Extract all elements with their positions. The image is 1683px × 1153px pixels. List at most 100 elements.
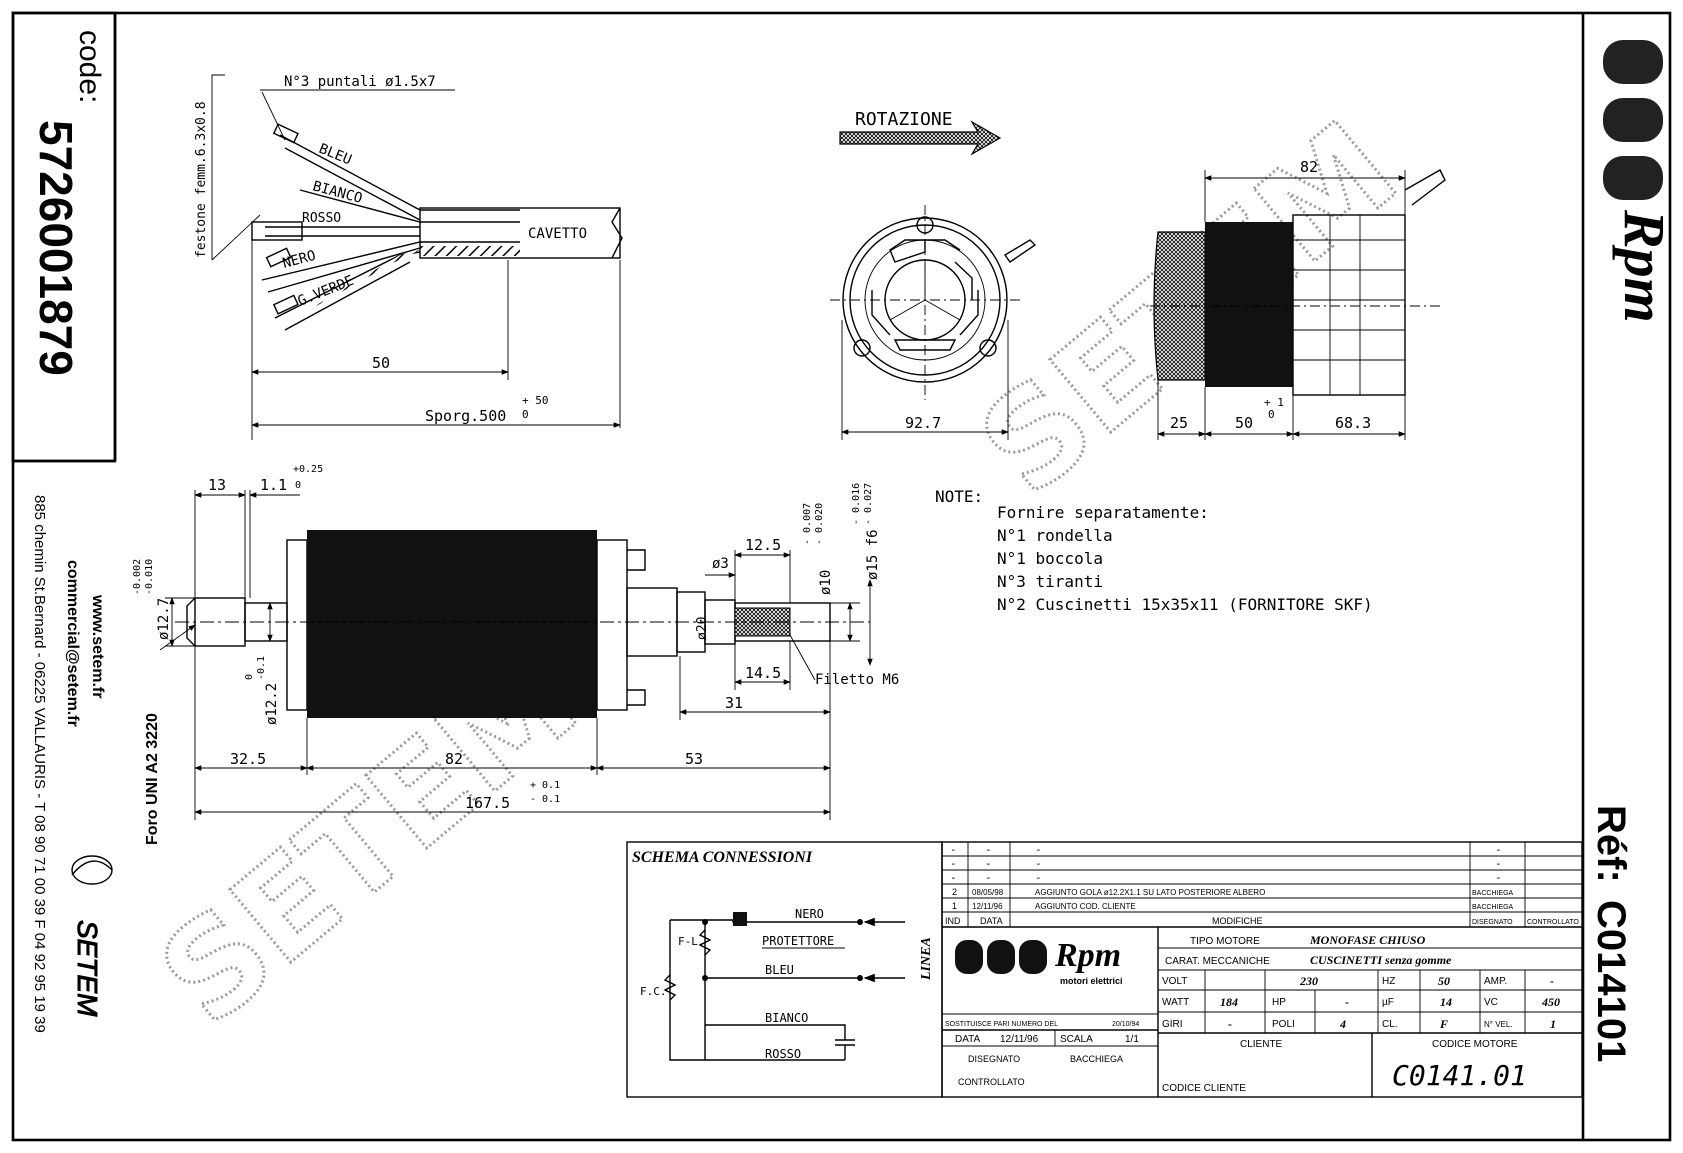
schema-connessioni: SCHEMA CONNESSIONI NERO PROTETTORE BLEU … [626,841,943,1098]
schema-bleu: BLEU [765,963,794,977]
shaft-dim-phi10-tol-a: - 0.007 [802,503,813,545]
mod-dash-5: - [950,857,957,870]
mod-row-ind: 2 [952,887,957,897]
ref-label: Réf: [1589,805,1633,883]
email-text: commercial@setem.fr [64,560,81,727]
carat-value: CUSCINETTI senza gomme [1310,953,1452,967]
shaft-dim-phi10-tol-b: - 0.020 [814,503,825,545]
amp-label: AMP. [1484,976,1507,987]
codice-cliente-label: CODICE CLIENTE [1162,1083,1246,1094]
shaft-dim-phi10: ø10 [818,570,834,595]
mod-dash-12: - [1495,871,1502,884]
mod-dash-7: - [1035,857,1042,870]
mod-dash-4: - [1495,843,1502,856]
title-logo-text: Rpm [1054,937,1121,974]
hdr-controllato: CONTROLLATO [1527,919,1579,926]
schema-linea: LINEA [919,937,934,981]
notes: NOTE: Fornire separatamente: N°1 rondell… [935,487,1373,614]
shaft-dim-phi12-2-tol-a: 0 [244,674,255,680]
hdr-modifiche: MODIFICHE [1212,916,1263,926]
mod-dash-2: - [985,843,992,856]
title-block: - - - - - - - - - - - - 2 08/05/98 AGGIU… [941,841,1583,1098]
disegnato-value: BACCHIEGA [1070,1054,1123,1064]
codice-motore-label: CODICE MOTORE [1432,1039,1518,1050]
side-dim-68: 68.3 [1335,414,1371,432]
shaft-dim-phi3: ø3 [712,556,729,572]
hp-label: HP [1272,997,1286,1008]
hp-value: - [1345,995,1349,1009]
notes-line-1: Fornire separatamente: [997,503,1209,522]
side-dim-50: 50 [1235,414,1253,432]
nvel-value: 1 [1550,1017,1556,1031]
shaft-dim-1-1-tol-zero: 0 [295,480,301,491]
giri-label: GIRI [1162,1019,1183,1030]
shaft-dim-82: 82 [445,750,463,768]
shaft-dim-1-1-tol-plus: +0.25 [293,464,323,475]
cl-value: F [1439,1017,1448,1031]
mod-row-desc: AGGIUNTO GOLA ø12.2X1.1 SU LATO POSTERIO… [1035,888,1265,897]
schema-fc: F.C. [640,985,667,998]
rpm-logo-icon [1603,40,1663,200]
shaft-dim-167-tol-plus: + 0.1 [530,780,560,791]
foro-label: Foro UNI A2 3220 [144,713,161,845]
side-brand: SETEM [72,920,103,1017]
vc-value: 450 [1541,995,1560,1009]
mod-dash-11: - [1035,871,1042,884]
wire-bianco: BIANCO [311,178,364,207]
scala-label: SCALA [1060,1034,1093,1045]
uf-value: 14 [1440,995,1452,1009]
controllato-label: CONTROLLATO [958,1077,1025,1087]
website-text: www.setem.fr [89,594,106,698]
mod-dash-10: - [985,871,992,884]
watt-label: WATT [1162,997,1189,1008]
mod-row-data: 08/05/98 [972,888,1004,897]
poli-label: POLI [1272,1019,1295,1030]
code-value: 5726001879 [30,120,82,376]
cavetto-label: CAVETTO [528,226,587,242]
wire-rosso: ROSSO [302,211,341,226]
shaft-dim-53: 53 [685,750,703,768]
sostituisce-date: 20/10/94 [1112,1021,1139,1028]
hdr-ind: IND [945,916,961,926]
schema-bianco: BIANCO [765,1011,808,1025]
schema-title: SCHEMA CONNESSIONI [632,849,813,866]
mod-row-ind: 1 [952,901,957,911]
poli-value: 4 [1339,1017,1346,1031]
side-dim-25: 25 [1170,414,1188,432]
shaft-view: 13 1.1 +0.25 0 12.5 ø3 ø10 - 0.007 - 0.0… [132,464,899,845]
cable-view: festone femm.6.3x0.8 N°3 puntali ø1.5x7 … [194,74,623,440]
notes-line-3: N°1 boccola [997,549,1103,568]
hz-label: HZ [1382,976,1395,987]
schema-nero: NERO [795,907,824,921]
cable-dim-50: 50 [372,354,390,372]
shaft-dim-167-tol-minus: - 0.1 [530,794,560,805]
shaft-dim-phi12-7: ø12.7 [156,598,172,640]
tipo-label: TIPO MOTORE [1190,936,1260,947]
amp-value: - [1550,974,1554,988]
shaft-dim-phi12-7-tol-a: -0.002 [132,559,143,595]
cl-label: CL. [1382,1019,1398,1030]
rotation-arrow: ROTAZIONE [839,109,1002,156]
wire-gverde: G.VERDE [296,273,357,310]
filetto-label: Filetto M6 [815,672,899,688]
notes-line-5: N°2 Cuscinetti 15x35x11 (FORNITORE SKF) [997,595,1373,614]
shaft-dim-phi12-2: ø12.2 [264,683,280,725]
shaft-dim-167-5: 167.5 [465,794,510,812]
code-label: code: [73,30,106,103]
volt-label: VOLT [1162,976,1187,987]
shaft-dim-1-1: 1.1 [260,476,287,494]
codice-motore-value: C0141.01 [1392,1059,1527,1092]
schema-rosso: ROSSO [765,1047,801,1061]
disegnato-label: DISEGNATO [968,1054,1020,1064]
side-dim-82: 82 [1300,158,1318,176]
shaft-dim-phi12-2-tol-b: -0.1 [256,656,267,680]
shaft-dim-13: 13 [208,476,226,494]
mod-dash-1: - [950,843,957,856]
schema-protettore: PROTETTORE [762,934,834,948]
shaft-dim-phi20: ø20 [695,617,710,640]
notes-line-2: N°1 rondella [997,526,1113,545]
watt-value: 184 [1220,995,1238,1009]
side-view: 82 25 50 + 1 0 68.3 [1150,158,1446,440]
setem-logo-icon [71,855,113,885]
